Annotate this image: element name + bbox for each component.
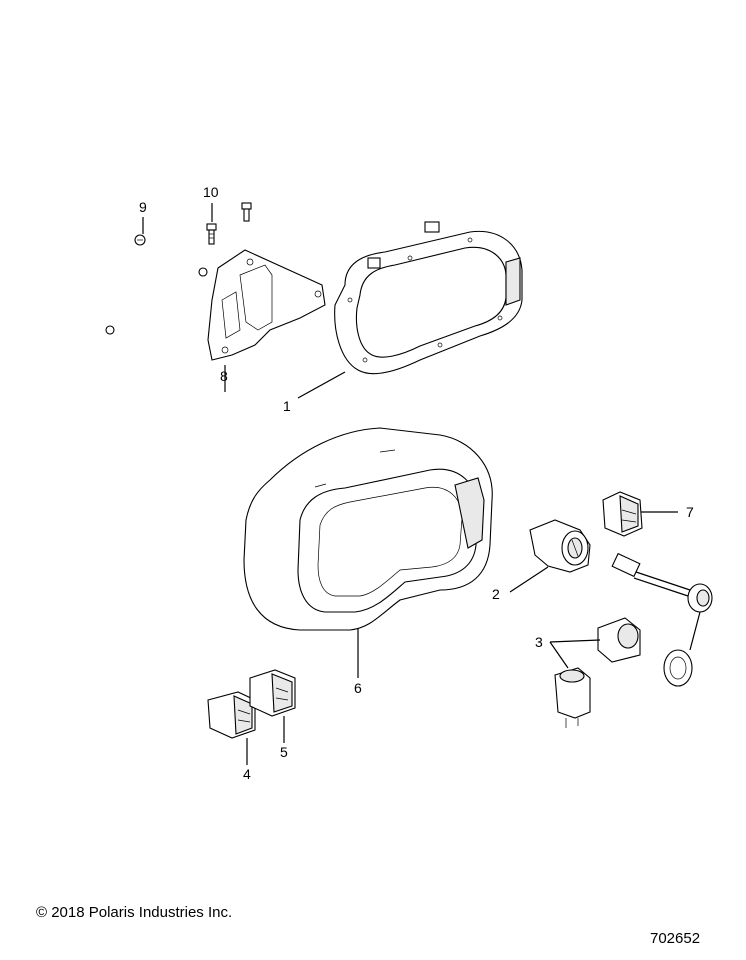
callout-5: 5 bbox=[280, 744, 288, 760]
screw-part-9 bbox=[134, 234, 146, 246]
callout-10: 10 bbox=[203, 184, 219, 200]
callout-1: 1 bbox=[283, 398, 291, 414]
callout-3: 3 bbox=[535, 634, 543, 650]
rocker-switch-part-4 bbox=[207, 691, 256, 739]
callout-9: 9 bbox=[139, 199, 147, 215]
callout-8: 8 bbox=[220, 368, 228, 384]
drawing-number: 702652 bbox=[650, 930, 701, 947]
cluster-bezel-part-1 bbox=[334, 221, 523, 375]
usb-cable-assembly bbox=[611, 552, 713, 687]
callout-4: 4 bbox=[243, 766, 251, 782]
bolt-part-10 bbox=[206, 223, 217, 245]
leader-lines bbox=[142, 203, 678, 765]
bolt-part-10b bbox=[241, 202, 252, 222]
dash-pod-part-6 bbox=[243, 427, 493, 631]
screw-extra-a bbox=[198, 267, 208, 277]
power-outlet-part-3 bbox=[554, 617, 641, 728]
rocker-switch-part-5 bbox=[249, 669, 296, 717]
switch-part-7 bbox=[602, 491, 643, 537]
copyright-text: © 2018 Polaris Industries Inc. bbox=[36, 904, 233, 921]
screw-extra-b bbox=[105, 325, 115, 335]
ignition-switch-part-2 bbox=[529, 519, 591, 573]
callout-6: 6 bbox=[354, 680, 362, 696]
callout-7: 7 bbox=[686, 504, 694, 520]
bracket-part-8 bbox=[207, 249, 326, 361]
callout-2: 2 bbox=[492, 586, 500, 602]
